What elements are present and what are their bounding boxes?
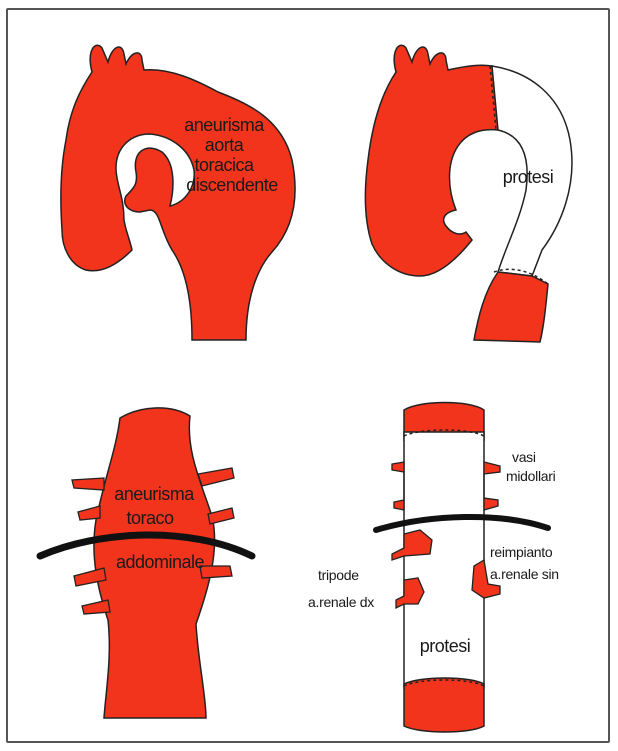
branch-right-1: [198, 468, 234, 486]
label-toraco: toraco: [126, 508, 174, 528]
label-vasi: vasi: [512, 449, 536, 465]
reimplant-left-upper: [392, 462, 404, 510]
label-aorta: aorta: [205, 135, 245, 155]
branch-left-2: [78, 506, 100, 520]
label-addominale: addominale: [116, 552, 205, 572]
branch-right-2: [208, 508, 234, 524]
label-midollari: midollari: [506, 468, 556, 484]
aorta-distal-cuff: [404, 678, 484, 732]
aorta-arch-residual: [365, 45, 498, 276]
label-renale-sin: a.renale sin: [490, 566, 559, 582]
branch-left-4: [82, 600, 110, 614]
panel-thoracoabdominal-aneurysm: aneurisma toraco addominale: [40, 408, 252, 718]
label-aneurisma-2: aneurisma: [114, 484, 195, 504]
aorta-distal-stump: [474, 272, 548, 342]
reimplant-right-upper: [484, 462, 500, 510]
branch-right-3: [200, 566, 232, 578]
label-aneurisma-1: aneurisma: [184, 115, 265, 135]
label-protesi-top: protesi: [503, 167, 554, 187]
label-reimpianto: reimpianto: [490, 544, 553, 560]
panel-graft-replacement: protesi: [365, 45, 572, 342]
label-renale-dx: a.renale dx: [308, 594, 374, 610]
label-tripode: tripode: [318, 567, 359, 583]
label-discendente: discendente: [186, 175, 278, 195]
panel-thoracoabdominal-graft: vasi midollari reimpianto a.renale sin t…: [308, 403, 559, 733]
label-protesi-bottom: protesi: [420, 636, 471, 656]
panel-thoracic-aneurysm: aneurisma aorta toracica discendente: [61, 45, 295, 340]
branch-left-1: [72, 478, 104, 490]
label-toracica: toracica: [194, 155, 255, 175]
